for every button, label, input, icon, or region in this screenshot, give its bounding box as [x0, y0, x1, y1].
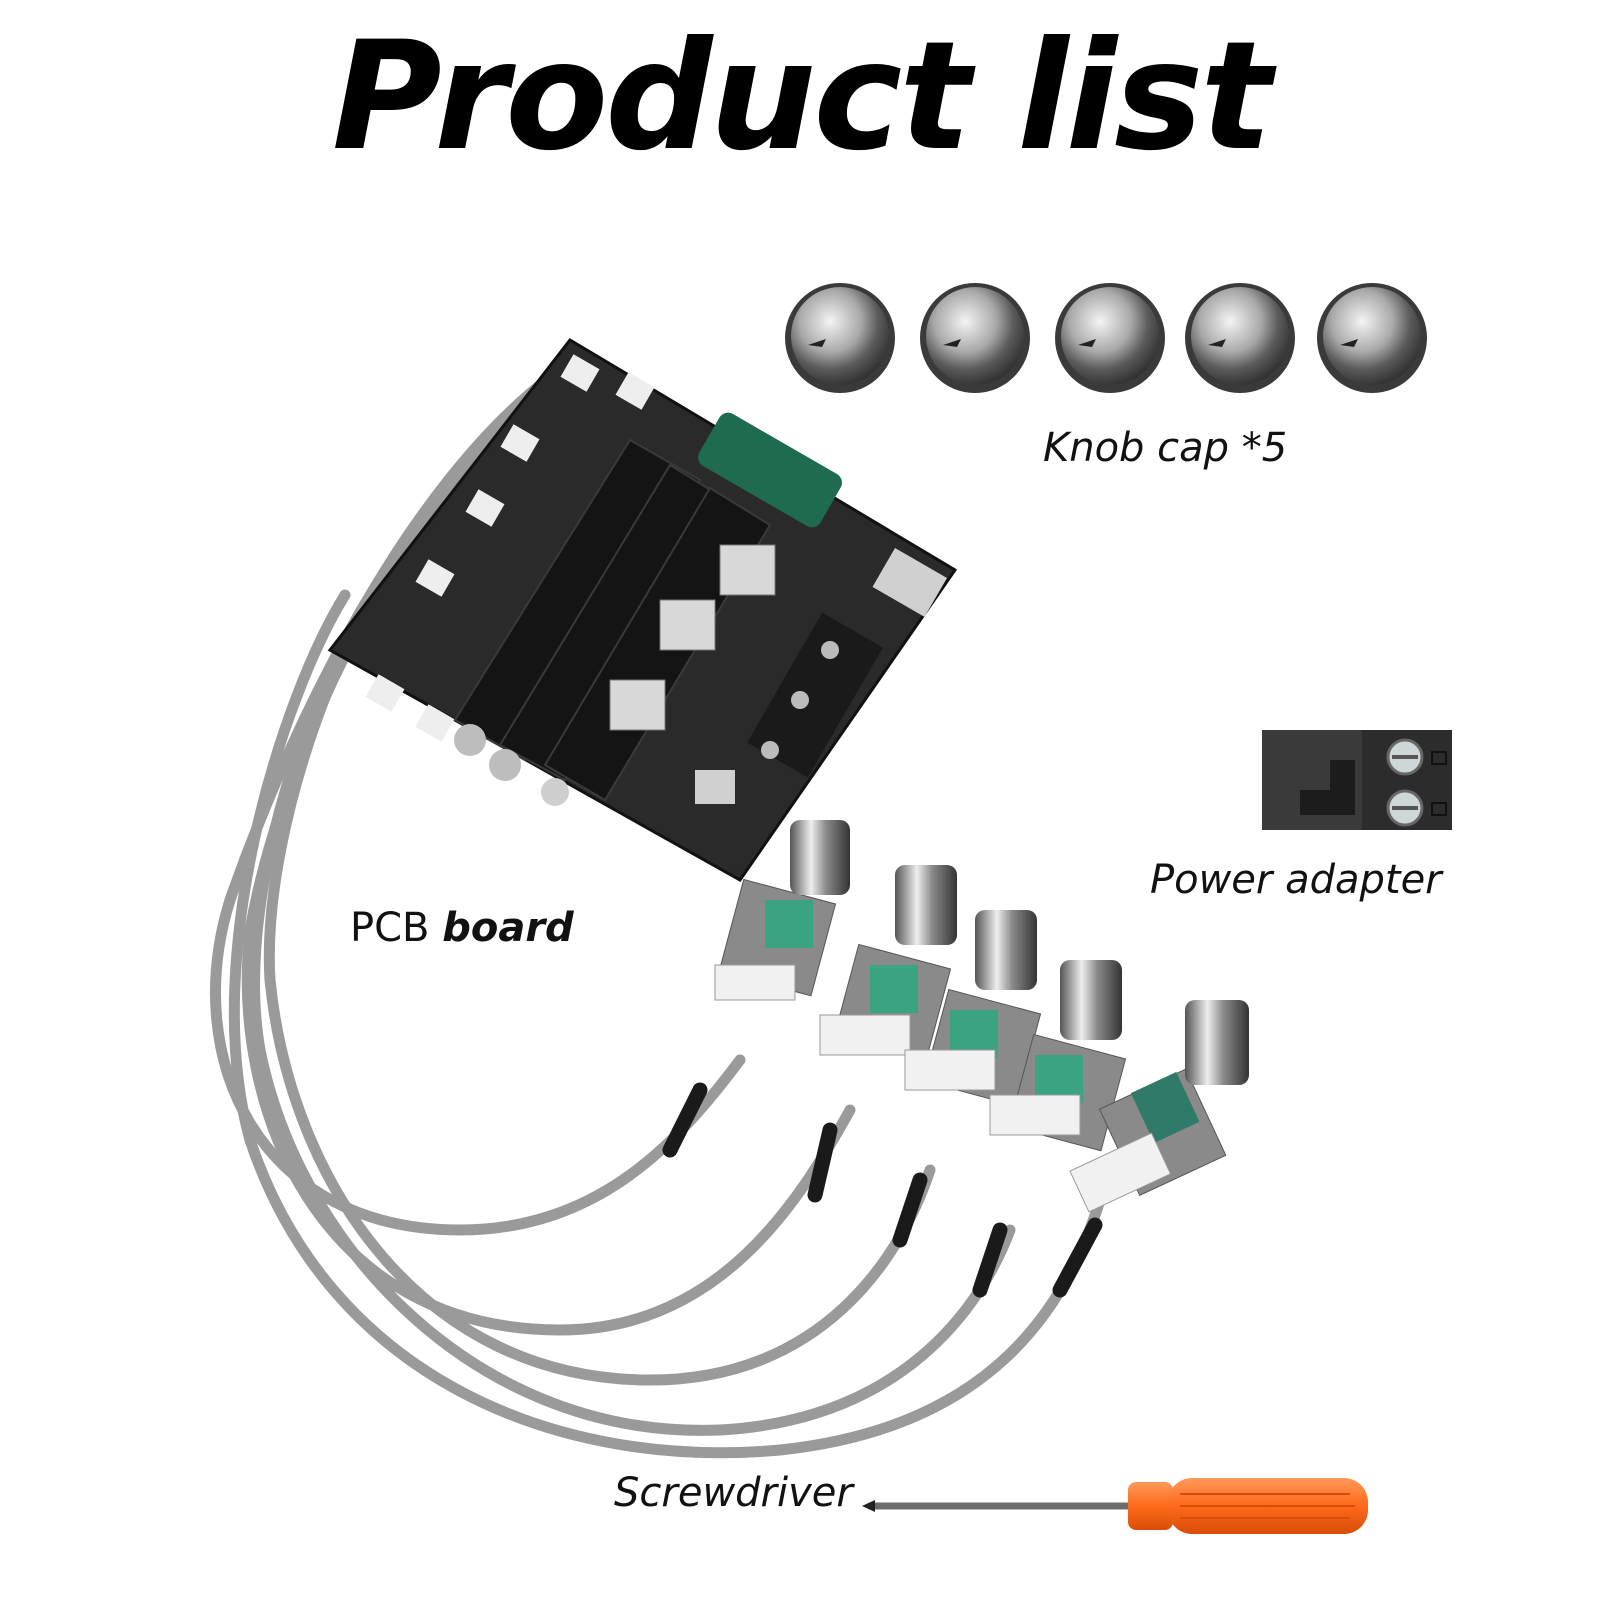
pot-module-1	[714, 820, 850, 1001]
knob-cap-label: Knob cap *5	[1043, 425, 1288, 471]
page-title: Product list	[331, 10, 1272, 184]
power-adapter-label: Power adapter	[1150, 857, 1442, 903]
potentiometer-modules	[714, 820, 1249, 1213]
ribbon-cables	[210, 364, 1106, 1459]
knob-cap-3	[1055, 283, 1165, 393]
power-adapter-image	[1262, 730, 1452, 830]
knob-caps-group	[785, 283, 1427, 393]
pcb-board-label-plain: PCB	[350, 905, 430, 951]
knob-cap-2	[920, 283, 1030, 393]
capacitor	[698, 412, 842, 528]
pcb-board-label-bold: board	[442, 905, 574, 951]
pot-module-4	[989, 960, 1127, 1152]
pot-module-2	[819, 865, 957, 1062]
pcb-board-label: PCB board	[350, 905, 574, 951]
cable-shrink-sleeves	[662, 1082, 1103, 1298]
pcb-board-image	[327, 338, 958, 882]
screwdriver-image	[862, 1478, 1368, 1534]
knob-cap-4	[1185, 283, 1295, 393]
knob-cap-5	[1317, 283, 1427, 393]
pot-module-3	[904, 910, 1042, 1107]
pot-module-5	[1069, 1000, 1249, 1213]
knob-cap-1	[785, 283, 895, 393]
screwdriver-label: Screwdriver	[614, 1470, 853, 1516]
